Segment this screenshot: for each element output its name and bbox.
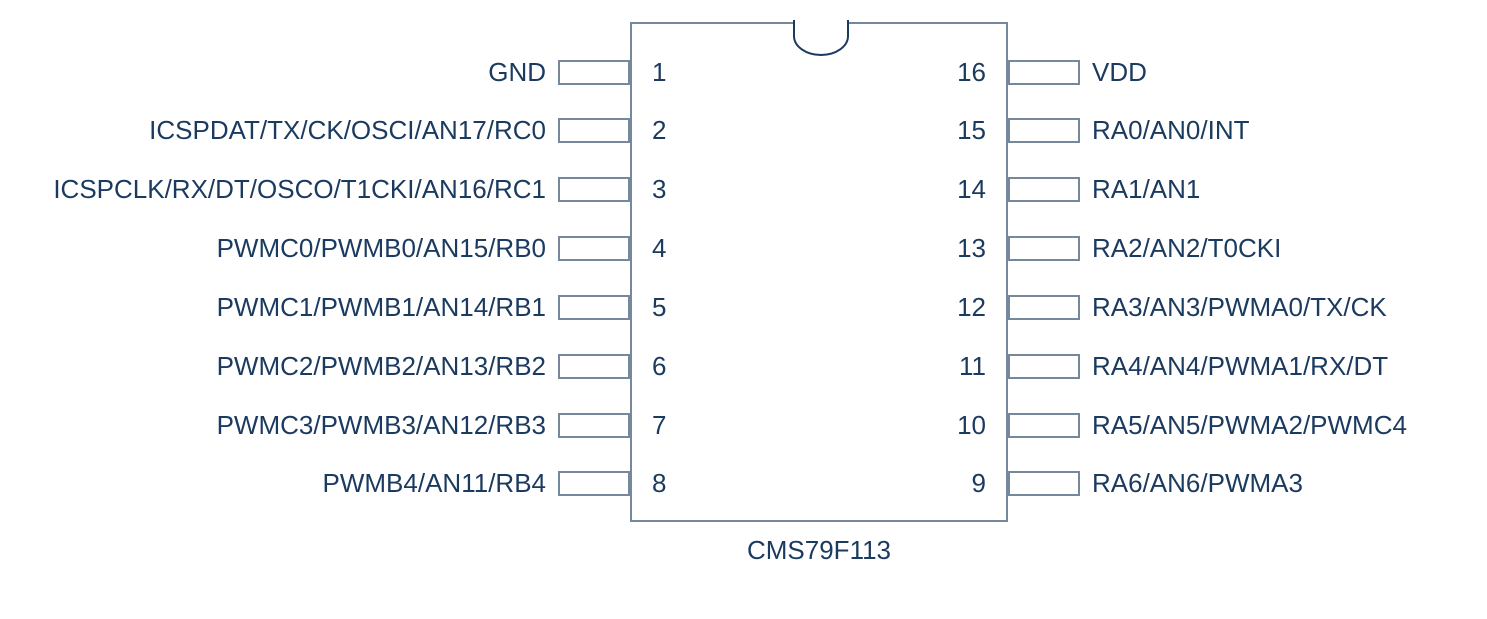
pin-number-10: 10 (957, 410, 986, 440)
pin-number-15: 15 (957, 115, 986, 145)
pin-stub-10 (1008, 413, 1080, 438)
pin-stub-16 (1008, 60, 1080, 85)
pin-label-5: PWMC1/PWMB1/AN14/RB1 (216, 292, 546, 322)
pin-label-7: PWMC3/PWMB3/AN12/RB3 (216, 410, 546, 440)
pin-label-8: PWMB4/AN11/RB4 (322, 468, 546, 498)
part-number-caption: CMS79F113 (746, 535, 892, 565)
pin-number-2: 2 (652, 115, 667, 145)
pin-number-12: 12 (957, 292, 986, 322)
pin-number-1: 1 (652, 57, 667, 87)
pin-number-14: 14 (957, 174, 986, 204)
pin-number-3: 3 (652, 174, 667, 204)
pin-stub-7 (558, 413, 630, 438)
pin-stub-9 (1008, 471, 1080, 496)
pin-stub-8 (558, 471, 630, 496)
pin-number-9: 9 (971, 468, 986, 498)
pin-number-6: 6 (652, 351, 667, 381)
pin-label-11: RA4/AN4/PWMA1/RX/DT (1092, 351, 1389, 381)
pin-number-8: 8 (652, 468, 667, 498)
pin-label-13: RA2/AN2/T0CKI (1092, 233, 1282, 263)
pin-stub-5 (558, 295, 630, 320)
pin-stub-2 (558, 118, 630, 143)
pin-label-16: VDD (1092, 57, 1147, 87)
pin-number-11: 11 (959, 351, 986, 381)
pin-stub-6 (558, 354, 630, 379)
pin-label-10: RA5/AN5/PWMA2/PWMC4 (1092, 410, 1407, 440)
pin-stub-12 (1008, 295, 1080, 320)
pin-stub-11 (1008, 354, 1080, 379)
pin-label-2: ICSPDAT/TX/CK/OSCI/AN17/RC0 (149, 115, 546, 145)
pin-label-3: ICSPCLK/RX/DT/OSCO/T1CKI/AN16/RC1 (53, 174, 546, 204)
pin-stub-1 (558, 60, 630, 85)
pin-number-13: 13 (957, 233, 986, 263)
pin-label-6: PWMC2/PWMB2/AN13/RB2 (216, 351, 546, 381)
pin-stub-3 (558, 177, 630, 202)
pin-number-4: 4 (652, 233, 667, 263)
pin-stub-15 (1008, 118, 1080, 143)
pin-number-7: 7 (652, 410, 667, 440)
pin-label-4: PWMC0/PWMB0/AN15/RB0 (216, 233, 546, 263)
pin-label-9: RA6/AN6/PWMA3 (1092, 468, 1303, 498)
package-notch-icon (792, 20, 850, 56)
pin-stub-4 (558, 236, 630, 261)
pin-number-5: 5 (652, 292, 667, 322)
pin-number-16: 16 (957, 57, 986, 87)
pin-label-1: GND (488, 57, 546, 87)
chip-body-outline (630, 22, 1008, 522)
pin-label-15: RA0/AN0/INT (1092, 115, 1250, 145)
pin-stub-13 (1008, 236, 1080, 261)
pin-stub-14 (1008, 177, 1080, 202)
pin-label-14: RA1/AN1 (1092, 174, 1201, 204)
pin-label-12: RA3/AN3/PWMA0/TX/CK (1092, 292, 1387, 322)
